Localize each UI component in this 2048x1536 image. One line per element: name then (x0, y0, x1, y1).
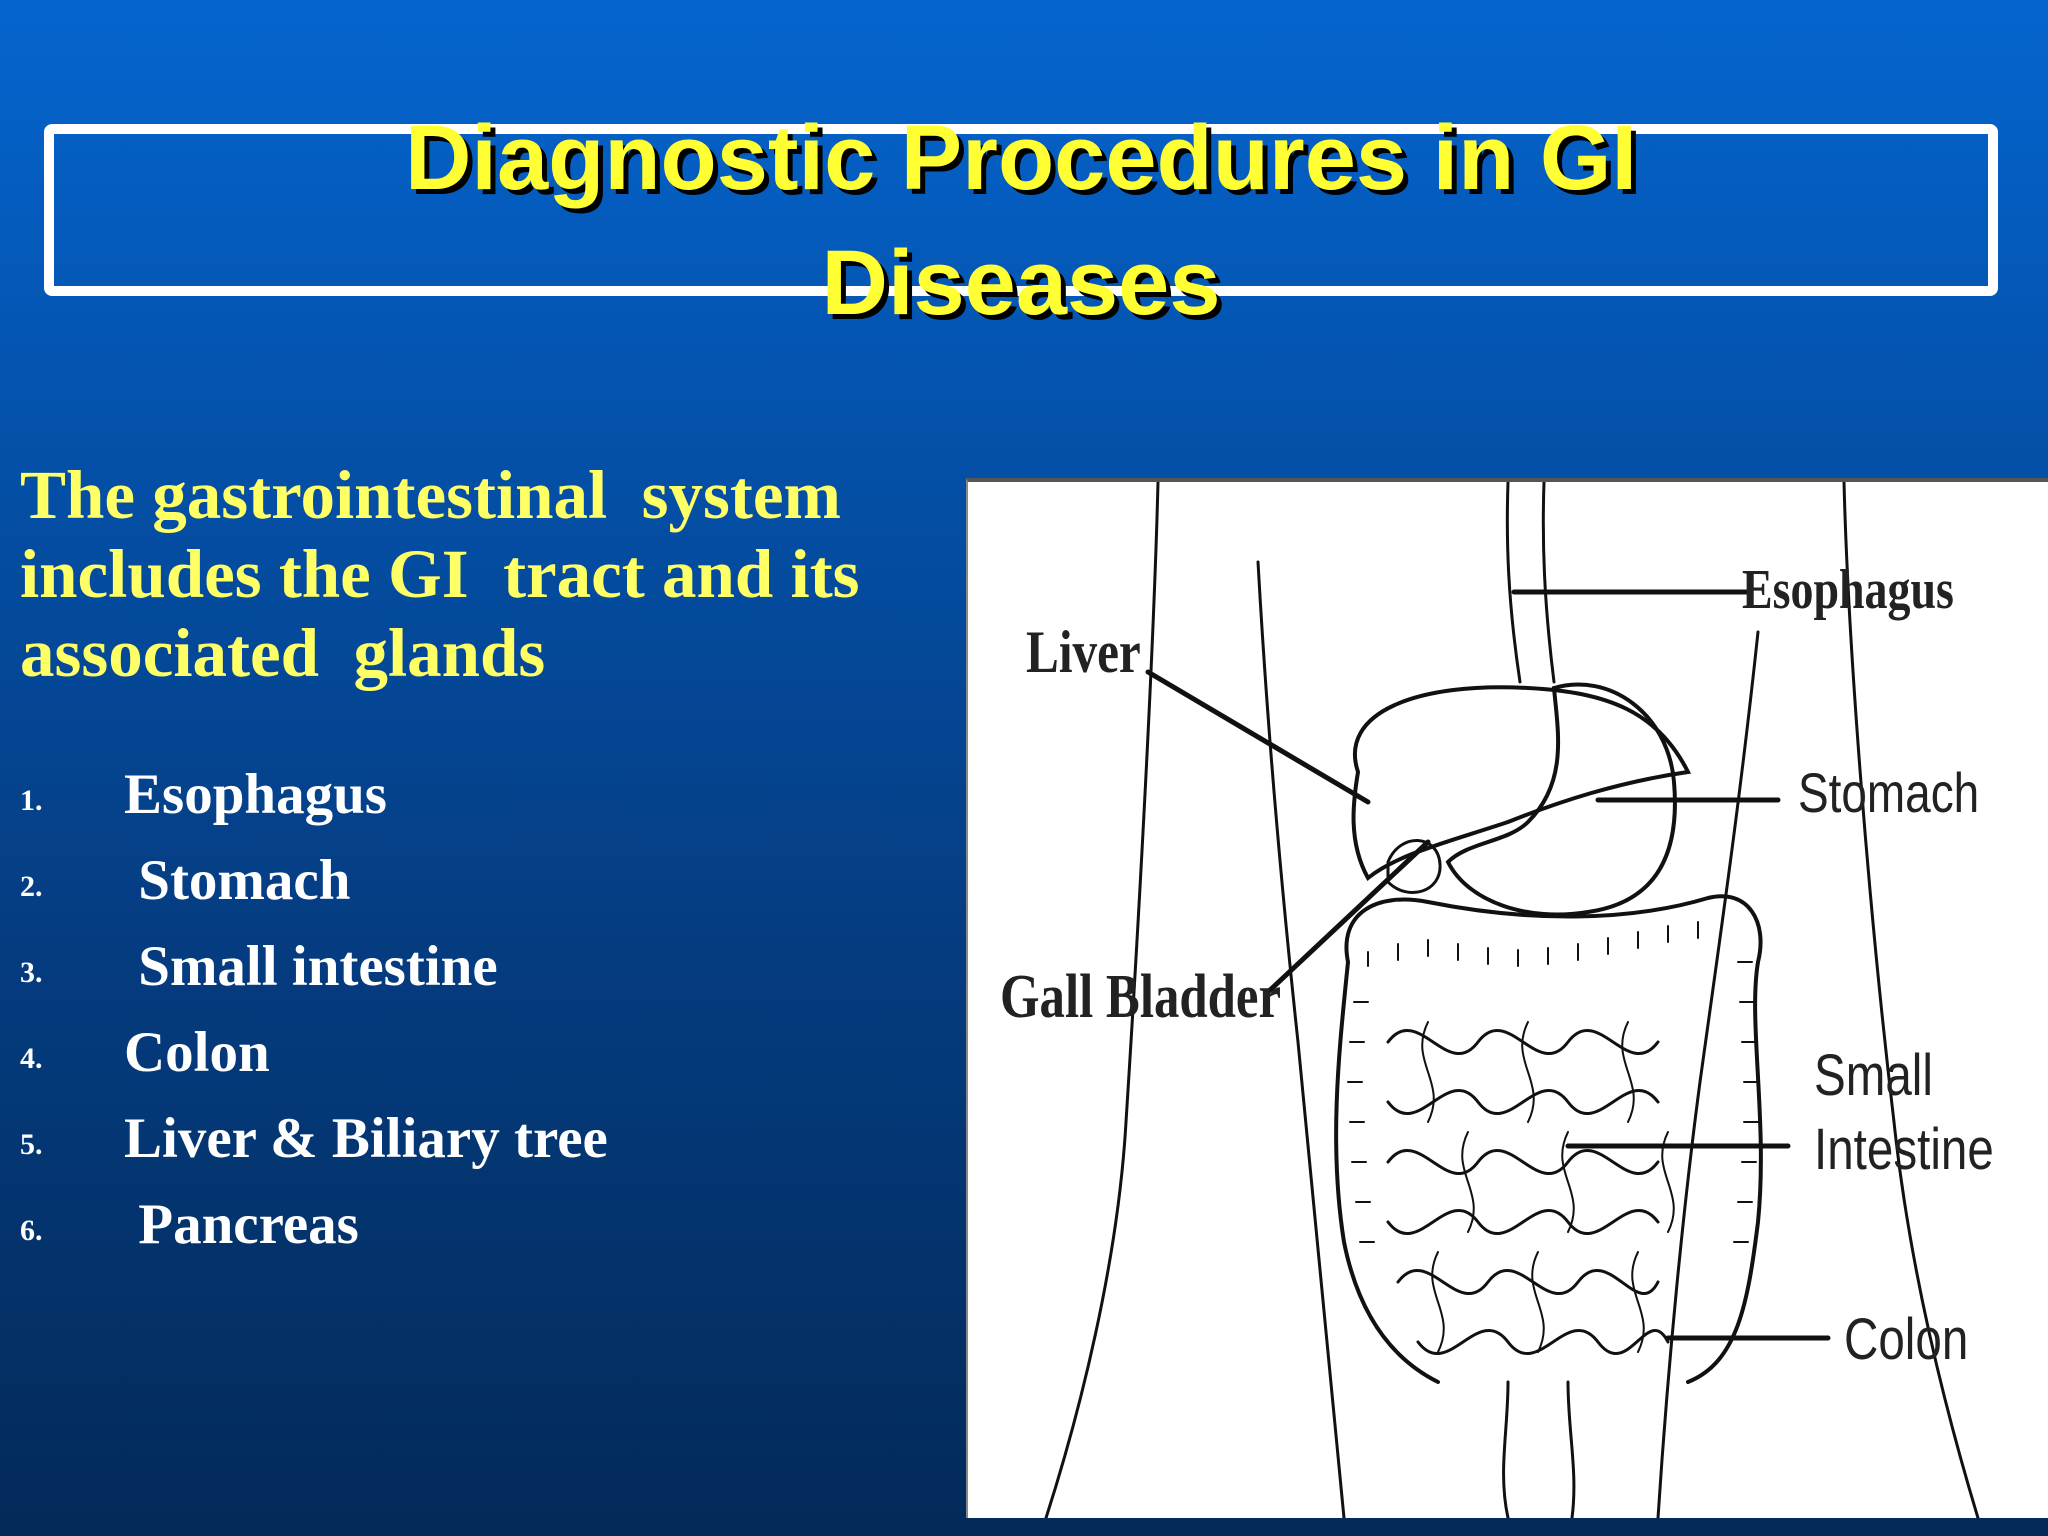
label-small-intestine-line-2: Intestine (1814, 1117, 1994, 1182)
rectum-shape (1502, 1380, 1576, 1518)
list-number: 2. (20, 870, 43, 903)
list-label: Esophagus (124, 763, 387, 826)
list-number: 6. (20, 1214, 43, 1247)
intro-line-2: includes the GI tract and its (20, 536, 860, 612)
colon-haustra (1347, 921, 1759, 1243)
torso-right-edge (1842, 482, 1980, 1518)
list-item: 6. Pancreas (20, 1182, 608, 1268)
organ-list: 1. Esophagus 2. Stomach 3. Small intestin… (20, 752, 608, 1268)
list-number: 5. (20, 1128, 43, 1161)
slide-title-line-2: Diseases (821, 232, 1221, 334)
list-label: Stomach (124, 849, 351, 912)
small-intestine-shape-2 (1421, 1021, 1675, 1353)
leader-gall-bladder (1265, 839, 1431, 995)
list-item: 5. Liver & Biliary tree (20, 1096, 608, 1182)
list-label: Small intestine (124, 935, 498, 998)
liver-shape (1351, 685, 1692, 882)
list-label: Liver & Biliary tree (124, 1107, 608, 1170)
intro-text: The gastrointestinal system includes the… (20, 456, 980, 693)
gi-anatomy-drawing (1044, 482, 1980, 1518)
torso-inner-left (1256, 560, 1346, 1518)
label-liver: Liver (1026, 619, 1141, 685)
list-label: Colon (124, 1021, 270, 1084)
colon-shape (1334, 894, 1763, 1384)
list-item: 2. Stomach (20, 838, 608, 924)
esophagus-shape-2 (1541, 482, 1556, 684)
label-small-intestine-line-1: Small (1814, 1043, 1933, 1108)
esophagus-shape (1505, 482, 1522, 684)
title-frame (44, 124, 1998, 296)
gi-anatomy-diagram: Liver Esophagus Stomach Gall Bladder Sma… (966, 478, 2048, 1518)
stomach-shape (1445, 682, 1677, 917)
list-item: 4. Colon (20, 1010, 608, 1096)
list-label: Pancreas (124, 1193, 359, 1256)
label-esophagus: Esophagus (1742, 559, 1954, 621)
label-stomach: Stomach (1798, 761, 1980, 824)
torso-left-edge (1044, 482, 1160, 1518)
slide-title-line-1: Diagnostic Procedures in GI (404, 107, 1638, 209)
slide-title: Diagnostic Procedures in GI Diseases (44, 96, 1998, 346)
gall-bladder-shape (1386, 839, 1442, 894)
label-colon: Colon (1844, 1307, 1969, 1372)
list-item: 3. Small intestine (20, 924, 608, 1010)
leader-liver (1145, 669, 1371, 805)
list-number: 3. (20, 956, 43, 989)
list-item: 1. Esophagus (20, 752, 608, 838)
list-number: 4. (20, 1042, 43, 1075)
torso-inner-right (1656, 630, 1760, 1518)
intro-line-1: The gastrointestinal system (20, 457, 841, 533)
list-number: 1. (20, 784, 43, 817)
label-gall-bladder: Gall Bladder (1000, 963, 1282, 1031)
intro-line-3: associated glands (20, 615, 546, 691)
